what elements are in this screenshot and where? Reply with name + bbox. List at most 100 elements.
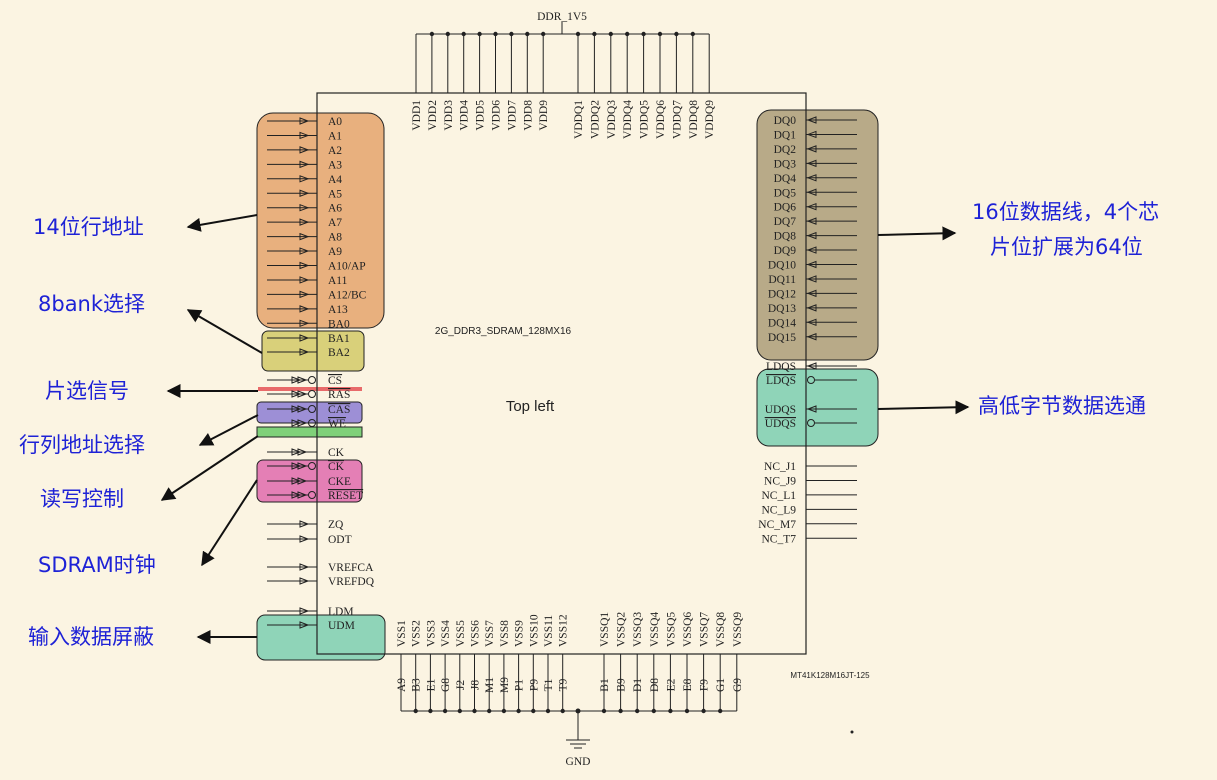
cke-pin-label: CKE bbox=[328, 476, 351, 488]
vssq-pin-8-ball: G1 bbox=[715, 678, 727, 692]
address-pin-4-label: A4 bbox=[328, 174, 342, 186]
bank-pin-1-label: BA1 bbox=[328, 333, 350, 345]
address-pin-13: A13 bbox=[267, 304, 348, 316]
bank-pin-1: BA1 bbox=[267, 333, 350, 345]
annotation-row-address: 14位行地址 bbox=[33, 215, 144, 239]
vss-pin-9-ball: P1 bbox=[514, 679, 526, 691]
ras-pin-label: RAS bbox=[328, 389, 350, 401]
we-pin-label: WE bbox=[328, 418, 346, 430]
dq-pin-15: DQ15 bbox=[768, 332, 857, 344]
right-pin-group: DQ0DQ1DQ2DQ3DQ4DQ5DQ6DQ7DQ8DQ9DQ10DQ11DQ… bbox=[758, 115, 857, 545]
vss-pin-10: VSS10 bbox=[528, 614, 540, 647]
vssq-pin-9-ball: G9 bbox=[732, 678, 744, 692]
odt-pin: ODT bbox=[267, 534, 352, 546]
ras-pin: RAS bbox=[267, 389, 350, 401]
dq-pin-9: DQ9 bbox=[774, 245, 857, 257]
address-pin-0-label: A0 bbox=[328, 116, 342, 128]
vddq-pin-7: VDDQ7 bbox=[671, 100, 683, 139]
vddq-pin-4: VDDQ4 bbox=[622, 100, 634, 139]
address-pin-5: A5 bbox=[267, 188, 342, 200]
vrefca-pin: VREFCA bbox=[267, 562, 374, 574]
address-pin-14: BA0 bbox=[267, 318, 350, 330]
address-pin-5-label: A5 bbox=[328, 188, 342, 200]
vdd-pin-5: VDD5 bbox=[475, 100, 487, 131]
address-pin-2-label: A2 bbox=[328, 145, 342, 157]
vdd-pin-4: VDD4 bbox=[459, 100, 471, 131]
ldm-pin-label: LDM bbox=[328, 606, 354, 618]
bank-pin-2: BA2 bbox=[267, 347, 350, 359]
power-wires bbox=[415, 31, 710, 93]
nc-pin-4: NC_M7 bbox=[758, 519, 857, 531]
vss-pin-4-ball: G8 bbox=[440, 678, 452, 692]
ldqs-n-pin-label: LDQS bbox=[766, 375, 796, 387]
address-pin-6: A6 bbox=[267, 203, 342, 215]
we-pin: WE bbox=[267, 418, 346, 430]
bank-highlight bbox=[261, 330, 365, 372]
vssq-pin-7-ball: F9 bbox=[699, 679, 711, 691]
dq-pin-1-label: DQ1 bbox=[774, 129, 797, 141]
bank-pin-2-label: BA2 bbox=[328, 347, 350, 359]
vss-pin-10-ball: P9 bbox=[528, 679, 540, 691]
address-pin-2: A2 bbox=[267, 145, 342, 157]
vss-pin-2-ball: B3 bbox=[411, 678, 423, 692]
reset-pin: RESET bbox=[267, 490, 363, 502]
dq-pin-5: DQ5 bbox=[774, 187, 857, 199]
dq-pin-11: DQ11 bbox=[768, 274, 857, 286]
udqs-pin-label: UDQS bbox=[765, 404, 796, 416]
dq-pin-13-label: DQ13 bbox=[768, 303, 796, 315]
vrefdq-pin: VREFDQ bbox=[267, 576, 375, 588]
dq-pin-7: DQ7 bbox=[774, 216, 857, 228]
annotation-rw-control: 读写控制 bbox=[40, 487, 124, 511]
dq-pin-14-label: DQ14 bbox=[768, 317, 796, 329]
vddq-pin-8: VDDQ8 bbox=[688, 100, 700, 139]
nc-pin-5: NC_T7 bbox=[762, 533, 857, 545]
dq-pin-2: DQ2 bbox=[774, 144, 857, 156]
nc-pin-0-label: NC_J1 bbox=[764, 461, 796, 473]
vss-pin-5: VSS5 bbox=[455, 620, 467, 647]
vssq-pin-2: VSSQ2 bbox=[616, 612, 628, 647]
ground-wires bbox=[400, 654, 738, 714]
ground-label: GND bbox=[566, 756, 591, 768]
vss-pin-11: VSS11 bbox=[543, 615, 555, 647]
nc-pin-5-label: NC_T7 bbox=[762, 533, 797, 545]
annotation-data-lines-line2: 片位扩展为64位 bbox=[990, 235, 1143, 259]
dq-pin-0: DQ0 bbox=[774, 115, 857, 127]
arrow-rw bbox=[160, 435, 259, 501]
vss-pin-5-ball: J2 bbox=[455, 680, 467, 690]
vssq-pin-7: VSSQ7 bbox=[699, 612, 711, 647]
address-pin-10-label: A10/AP bbox=[328, 261, 366, 273]
dqs-highlight bbox=[756, 368, 879, 447]
cas-pin: CAS bbox=[267, 404, 350, 416]
dq-pin-5-label: DQ5 bbox=[774, 187, 797, 199]
address-pin-11: A11 bbox=[267, 275, 348, 287]
arrow-row-col bbox=[198, 414, 259, 446]
nc-pin-2-label: NC_L1 bbox=[762, 490, 797, 502]
vss-pin-12: VSS12 bbox=[558, 614, 570, 647]
vssq-pin-9: VSSQ9 bbox=[732, 612, 744, 647]
zq-pin-label: ZQ bbox=[328, 519, 344, 531]
address-pin-10: A10/AP bbox=[267, 261, 366, 273]
vss-pin-12-ball: T9 bbox=[558, 678, 570, 691]
address-pin-6-label: A6 bbox=[328, 203, 342, 215]
vss-pin-3-ball: E1 bbox=[425, 678, 437, 691]
annotations: 14位行地址 8bank选择 片选信号 行列地址选择 读写控制 SDRAM时钟 … bbox=[19, 200, 1159, 649]
vdd-pin-2: VDD2 bbox=[427, 100, 439, 131]
address-pin-1-label: A1 bbox=[328, 130, 342, 142]
vssq-pin-1: VSSQ1 bbox=[599, 612, 611, 647]
address-pin-3-label: A3 bbox=[328, 159, 342, 171]
vddq-pin-1: VDDQ1 bbox=[573, 100, 585, 139]
vss-pin-6-ball: J8 bbox=[470, 680, 482, 690]
udqs-n-pin: UDQS bbox=[765, 418, 857, 430]
dq-pin-8: DQ8 bbox=[774, 231, 857, 243]
address-pin-9: A9 bbox=[267, 246, 342, 258]
nc-pin-3-label: NC_L9 bbox=[762, 504, 797, 516]
address-pin-12: A12/BC bbox=[267, 289, 367, 301]
nc-pin-0: NC_J1 bbox=[764, 461, 857, 473]
vrefca-pin-label: VREFCA bbox=[328, 562, 374, 574]
dq-pin-12: DQ12 bbox=[768, 288, 857, 300]
vss-pin-3: VSS3 bbox=[425, 620, 437, 647]
vssq-pin-1-ball: B1 bbox=[599, 678, 611, 692]
vrefdq-pin-label: VREFDQ bbox=[328, 576, 375, 588]
